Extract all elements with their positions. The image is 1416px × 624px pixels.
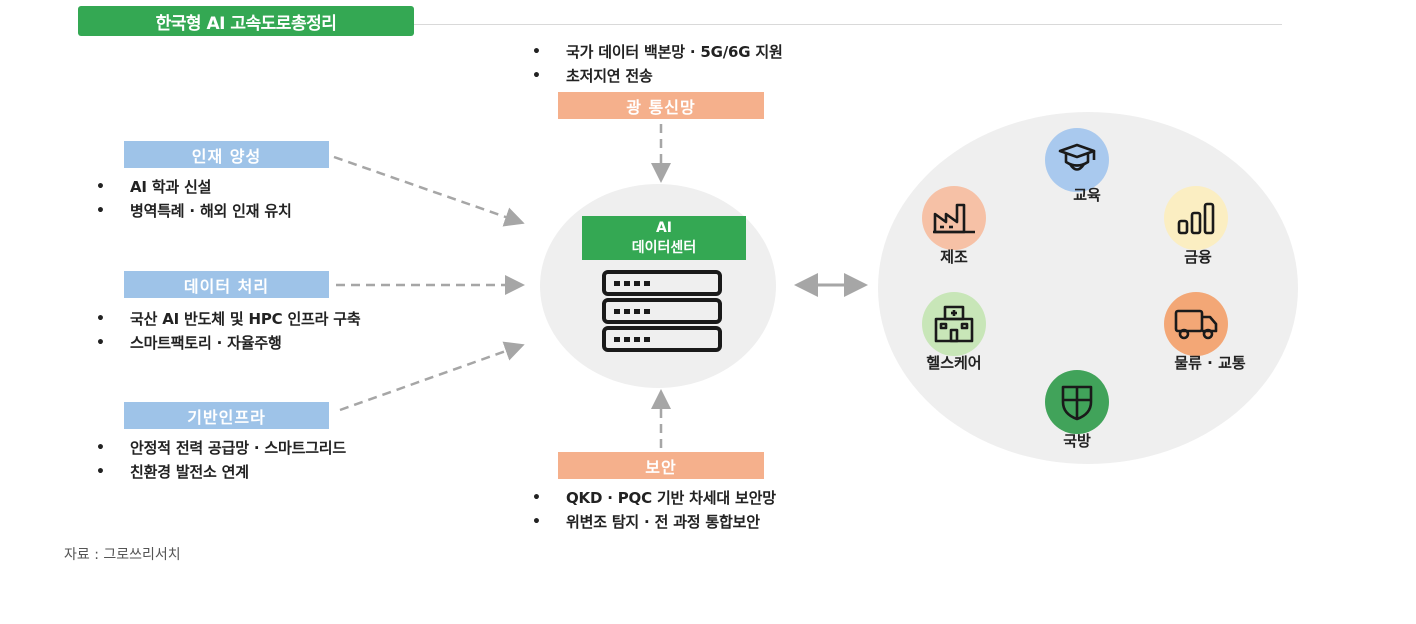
list-item: 국산 AI 반도체 및 HPC 인프라 구축 [96,307,361,331]
manufacturing-label: 제조 [940,248,968,266]
logistics-label: 물류 · 교통 [1174,354,1246,372]
list-item: 국가 데이터 백본망 · 5G/6G 지원 [532,40,783,64]
title-divider [78,24,1282,25]
list-item: 친환경 발전소 연계 [96,460,346,484]
list-item: AI 학과 신설 [96,175,292,199]
list-item: 안정적 전력 공급망 · 스마트그리드 [96,436,346,460]
factory-icon [933,203,975,234]
hospital-icon [934,305,974,343]
bar-chart-icon [1177,202,1215,235]
data-processing-label: 데이터 처리 [124,271,329,298]
source-note: 자료 : 그로쓰리서치 [64,547,181,563]
finance-icon-bg [1164,186,1228,250]
list-item: QKD · PQC 기반 차세대 보안망 [532,486,776,510]
infrastructure-label: 기반인프라 [124,402,329,429]
server-rack-icon [602,270,722,352]
list-item: 스마트팩토리 · 자율주행 [96,331,360,355]
network-bullets: 국가 데이터 백본망 · 5G/6G 지원 초저지연 전송 [532,40,783,88]
defense-icon-bg [1045,370,1109,434]
arrow-talent-to-center [333,155,525,227]
infrastructure-bullets: 안정적 전력 공급망 · 스마트그리드 친환경 발전소 연계 [96,436,346,484]
arrow-infra-to-center [339,341,525,412]
data-center-label-line2: 데이터센터 [631,240,697,256]
talent-bullets: AI 학과 신설 병역특례 · 해외 인재 유치 [96,175,292,223]
finance-label: 금융 [1184,248,1212,266]
list-item: 병역특례 · 해외 인재 유치 [96,199,292,223]
manufacturing-icon-bg [922,186,986,250]
data-processing-bullets: 국산 AI 반도체 및 HPC 인프라 구축 스마트팩토리 · 자율주행 [96,307,361,355]
data-center-label-line1: AI [655,220,673,236]
data-center-label: AI 데이터센터 [582,216,746,260]
healthcare-icon-bg [922,292,986,356]
network-label: 광 통신망 [558,92,764,119]
healthcare-label: 헬스케어 [926,354,982,372]
security-label: 보안 [558,452,764,479]
shield-icon [1061,385,1093,421]
education-icon-bg [1045,128,1109,192]
defense-label: 국방 [1063,432,1091,450]
education-label: 교육 [1073,186,1101,204]
list-item: 초저지연 전송 [532,64,783,88]
list-item: 위변조 탐지 · 전 과정 통합보안 [532,510,776,534]
talent-label: 인재 양성 [124,141,329,168]
graduation-cap-icon [1058,143,1096,171]
logistics-icon-bg [1164,292,1228,356]
page-title: 한국형 AI 고속도로총정리 [78,6,414,36]
security-bullets: QKD · PQC 기반 차세대 보안망 위변조 탐지 · 전 과정 통합보안 [532,486,776,534]
truck-icon [1174,309,1218,340]
